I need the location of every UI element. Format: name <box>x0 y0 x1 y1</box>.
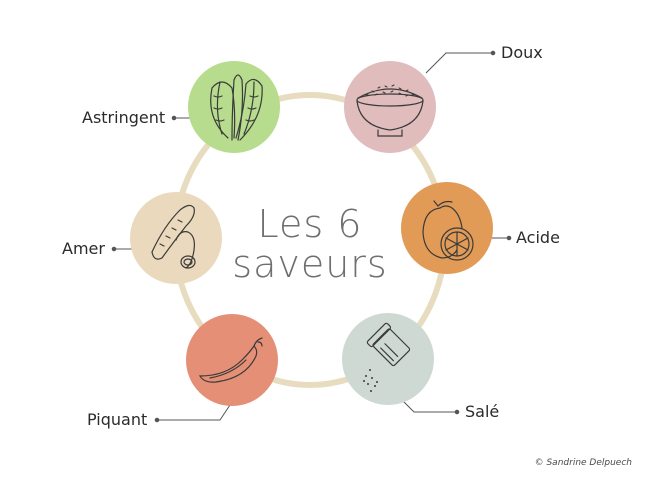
flavor-circle-amer <box>130 192 222 284</box>
label-acide: Acide <box>516 228 560 247</box>
flavor-circle-doux <box>344 61 436 153</box>
title-line-1: Les 6 <box>257 202 363 246</box>
label-sale: Salé <box>465 402 500 421</box>
label-amer: Amer <box>62 239 105 258</box>
leafy-greens-icon <box>210 74 263 141</box>
lemon-icon <box>422 200 474 261</box>
flavor-circle-astringent <box>188 61 280 153</box>
turmeric-root-icon <box>151 204 196 269</box>
label-piquant: Piquant <box>87 410 148 429</box>
label-doux: Doux <box>501 43 543 62</box>
title-line-2: saveurs <box>232 242 388 286</box>
flavor-circle-piquant <box>186 314 278 406</box>
flavor-circle-acide <box>401 182 493 274</box>
salt-shaker-icon <box>363 322 411 392</box>
connector-doux <box>425 50 496 74</box>
chili-pepper-icon <box>198 337 263 383</box>
flavor-circle-sale <box>342 313 434 405</box>
copyright-credit: © Sandrine Delpuech <box>534 458 632 468</box>
rice-bowl-icon <box>356 84 424 137</box>
label-astringent: Astringent <box>82 108 166 127</box>
connector-piquant <box>154 401 233 423</box>
diagram-title: Les 6 saveurs <box>225 204 395 284</box>
